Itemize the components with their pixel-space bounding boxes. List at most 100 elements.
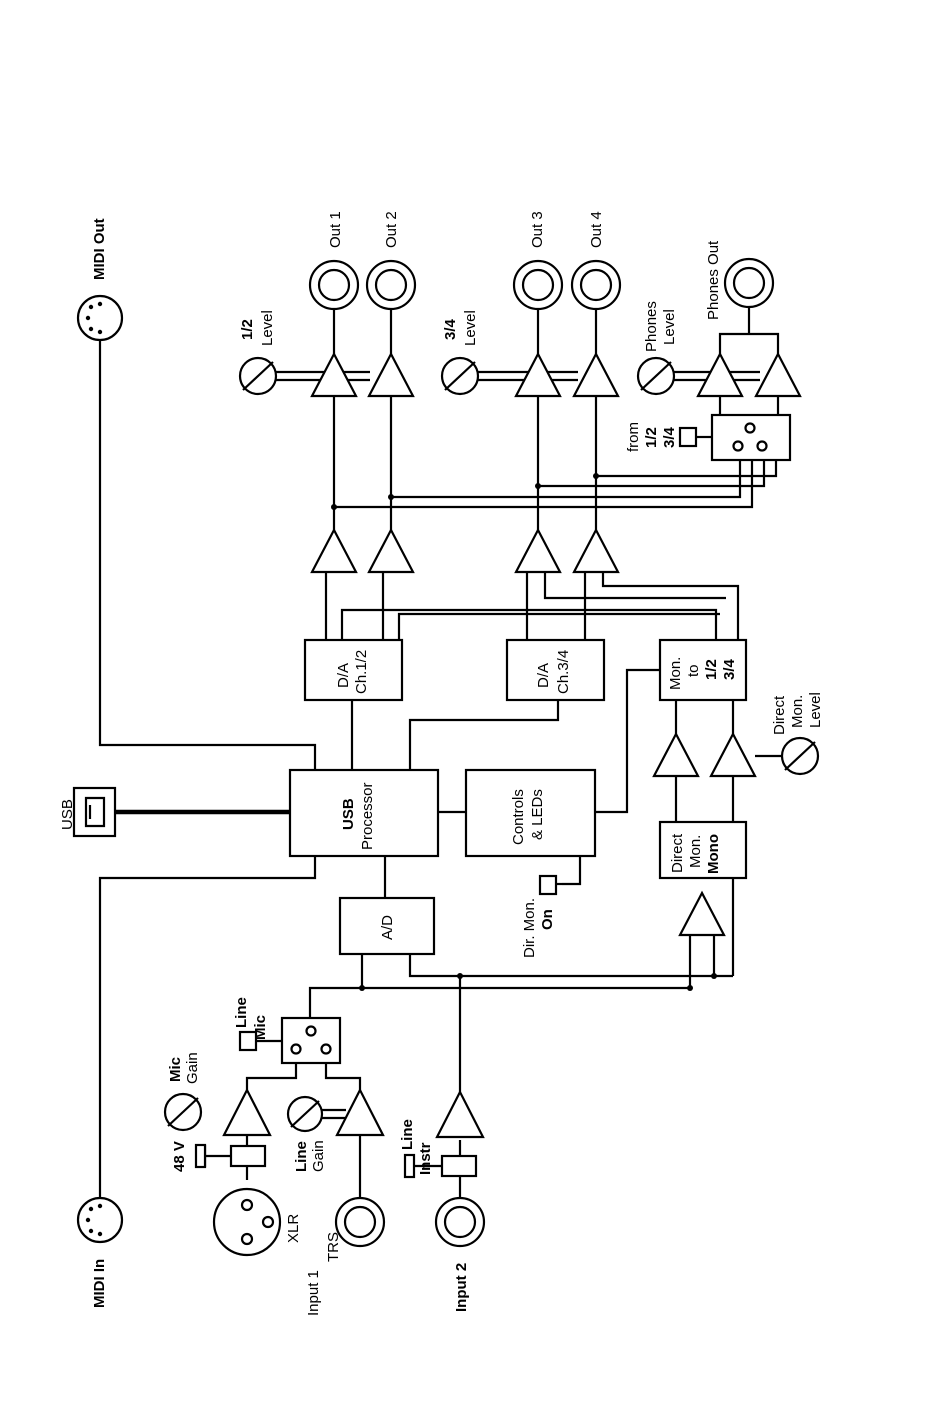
phones-sel-1 xyxy=(334,460,752,507)
mic-gain-label-1: Mic xyxy=(167,1057,184,1082)
dir-mon-on-button xyxy=(540,876,562,894)
out3-jack xyxy=(514,261,562,309)
line-mic-label-1: Line xyxy=(233,997,250,1028)
phones-source-switch-block xyxy=(712,415,790,460)
junction-dot xyxy=(359,985,365,991)
ad-label: A/D xyxy=(379,915,396,940)
da12-label-1: D/A xyxy=(335,663,352,688)
line-mic-switch-block xyxy=(282,1018,340,1063)
out1-label: Out 1 xyxy=(327,211,344,248)
junction-dot xyxy=(593,473,599,479)
midi-out-label: MIDI Out xyxy=(91,218,108,280)
junction-dot xyxy=(687,985,693,991)
lvl12-label-1: 1/2 xyxy=(239,319,256,340)
controls-label-2: & LEDs xyxy=(529,789,546,840)
out2-jack xyxy=(367,261,415,309)
phones-level-knob xyxy=(638,358,674,394)
phones-amp-1 xyxy=(698,354,742,396)
lvl34-label-1: 3/4 xyxy=(442,318,459,340)
dir-mon-label-1: Dir. Mon. xyxy=(521,898,538,958)
phones-sel-2 xyxy=(391,460,740,497)
da34-label-1: D/A xyxy=(535,663,552,688)
xlr-label: XLR xyxy=(285,1214,302,1243)
dmm-label-3: Mono xyxy=(705,834,722,874)
da12-label-2: Ch.1/2 xyxy=(353,650,370,694)
line-gain-label-1: Line xyxy=(293,1141,310,1172)
midi-in-label: MIDI In xyxy=(91,1259,108,1308)
dmm-label-2: Mon. xyxy=(687,835,704,868)
line-preamp xyxy=(337,1090,383,1135)
trs-label: TRS xyxy=(325,1232,342,1262)
usb-processor-label-1: USB xyxy=(340,798,357,830)
out-amp-1 xyxy=(312,354,356,396)
mix-amp-4 xyxy=(574,530,618,572)
from-12-label: 1/2 xyxy=(643,427,660,448)
mic-gain-knob xyxy=(165,1094,201,1130)
xlr-connector xyxy=(214,1189,280,1255)
input1-label: Input 1 xyxy=(305,1270,322,1316)
lvl12-knob xyxy=(240,358,276,394)
input2-jack xyxy=(436,1198,484,1246)
da12-d xyxy=(399,614,720,640)
phones-join xyxy=(720,334,778,354)
from-34-label: 3/4 xyxy=(661,426,678,448)
mix-amp-3 xyxy=(516,530,560,572)
controls-dirmon-switch xyxy=(562,856,580,884)
mix-amp-2 xyxy=(369,530,413,572)
input2-preamp xyxy=(437,1092,483,1137)
dm-amp-1 xyxy=(654,734,698,776)
proc-da34-link xyxy=(410,700,558,770)
phantom-48v-label: 48 V xyxy=(171,1141,188,1172)
junction-dot xyxy=(711,973,717,979)
trs-jack xyxy=(336,1198,384,1246)
out-amp-4 xyxy=(574,354,618,396)
usb-connector xyxy=(74,788,115,836)
line-amp-out xyxy=(326,1063,360,1090)
out2-label: Out 2 xyxy=(383,211,400,248)
usb-label: USB xyxy=(59,799,76,830)
dml-label-3: Level xyxy=(807,692,824,728)
mon-to-34-b xyxy=(603,572,738,640)
mon-to-label-2: to xyxy=(685,664,702,677)
midi-out-wire xyxy=(100,340,315,770)
phones-level-label-2: Level xyxy=(661,309,678,345)
midi-in-connector xyxy=(78,1198,122,1242)
phones-sel-3 xyxy=(538,460,764,486)
from-label: from xyxy=(625,422,642,452)
junction-dot xyxy=(388,494,394,500)
junction-dot xyxy=(331,504,337,510)
line-mic-label-2: Mic xyxy=(252,1015,269,1040)
out3-label: Out 3 xyxy=(529,211,546,248)
out4-jack xyxy=(572,261,620,309)
phones-out-jack xyxy=(725,259,773,307)
direct-mon-level-knob xyxy=(782,738,818,774)
da34-label-2: Ch.3/4 xyxy=(555,650,572,694)
out-amp-3 xyxy=(516,354,560,396)
mic-preamp xyxy=(224,1090,270,1135)
lvl12-label-2: Level xyxy=(259,310,276,346)
line-mic-switch-out xyxy=(310,988,690,1018)
phones-amp-2 xyxy=(756,354,800,396)
mon-to-label-4: 3/4 xyxy=(721,658,738,680)
mon-to-label-3: 1/2 xyxy=(703,659,720,680)
dmm-label-1: Direct xyxy=(669,833,686,873)
lvl34-knob xyxy=(442,358,478,394)
mon-to-label-1: Mon. xyxy=(667,657,684,690)
dir-mon-label-2: On xyxy=(539,909,556,930)
mic-gain-label-2: Gain xyxy=(184,1052,201,1084)
phones-level-label-1: Phones xyxy=(643,301,660,352)
dml-label-1: Direct xyxy=(771,695,788,735)
phones-sel-4 xyxy=(596,460,776,476)
line-instr-label-2: Instr xyxy=(417,1142,434,1175)
line-instr-label-1: Line xyxy=(399,1119,416,1150)
midi-out-connector xyxy=(78,296,122,340)
lvl34-label-2: Level xyxy=(462,310,479,346)
phones-out-label: Phones Out xyxy=(705,240,722,320)
line-gain-label-2: Gain xyxy=(310,1140,327,1172)
dml-label-2: Mon. xyxy=(789,695,806,728)
phantom-48v-switch xyxy=(196,1145,265,1167)
mix-amp-1 xyxy=(312,530,356,572)
line-gain-link xyxy=(320,1110,346,1118)
out1-jack xyxy=(310,261,358,309)
controls-label-1: Controls xyxy=(510,789,527,845)
